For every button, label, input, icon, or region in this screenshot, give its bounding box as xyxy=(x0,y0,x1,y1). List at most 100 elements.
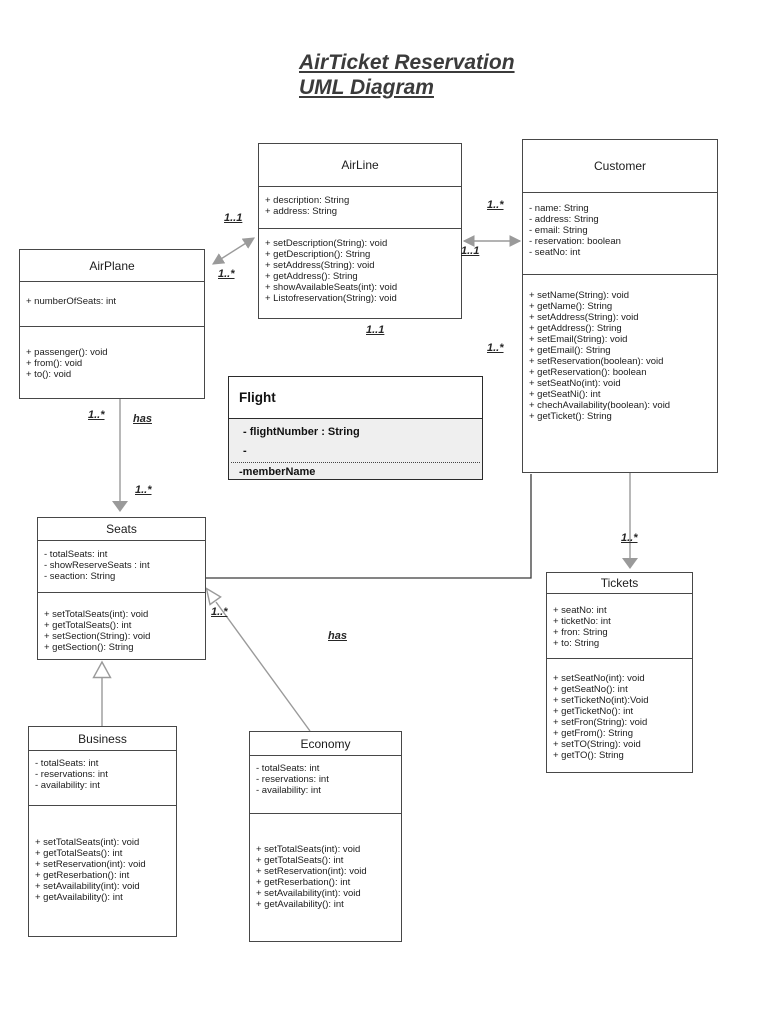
member-row: + getFrom(): String xyxy=(553,728,633,739)
mult-airplane-seats-bottom: 1..* xyxy=(135,484,152,496)
class-airplane: AirPlane + numberOfSeats: int + passenge… xyxy=(19,249,205,399)
mult-airline-customer-1star: 1..* xyxy=(487,199,504,211)
member-row: - name: String xyxy=(529,203,589,214)
member-row: + setTotalSeats(int): void xyxy=(44,609,149,620)
member-row: + getDescription(): String xyxy=(265,249,371,260)
member-row: - seatNo: int xyxy=(529,247,581,258)
mult-airline-customer-11: 1..1 xyxy=(461,245,480,257)
member-row: + getSeatNi(): int xyxy=(529,389,601,400)
class-seats: Seats - totalSeats: int- showReserveSeat… xyxy=(37,517,206,660)
member-row: - availability: int xyxy=(256,785,321,796)
member-row: + setTotalSeats(int): void xyxy=(35,837,140,848)
member-row: - seaction: String xyxy=(44,571,116,582)
member-row: + setReservation(boolean): void xyxy=(529,356,664,367)
member-row: + to: String xyxy=(553,638,600,649)
class-tickets-methods: + setSeatNo(int): void+ getSeatNo(): int… xyxy=(547,659,692,772)
member-row: + getAddress(): String xyxy=(529,323,622,334)
member-row: + setFron(String): void xyxy=(553,717,648,728)
generalization-economy-seats xyxy=(215,601,311,732)
member-row: - totalSeats: int xyxy=(256,763,320,774)
member-row: + chechAvailability(boolean): void xyxy=(529,400,671,411)
member-row: + numberOfSeats: int xyxy=(26,296,117,307)
member-row: - availability: int xyxy=(35,780,100,791)
member-row: - showReserveSeats : int xyxy=(44,560,150,571)
member-row: + showAvailableSeats(int): void xyxy=(265,282,398,293)
member-row: + setAddress(String): void xyxy=(265,260,375,271)
member-row: - email: String xyxy=(529,225,588,236)
member-row: + getSeatNo(): int xyxy=(553,684,628,695)
class-airline: AirLine + description: String+ address: … xyxy=(258,143,462,319)
member-row: + getReservation(): boolean xyxy=(529,367,647,378)
arrowhead-customer-tickets xyxy=(622,558,638,569)
member-row: + fron: String xyxy=(553,627,608,638)
member-row: + getTO(): String xyxy=(553,750,624,761)
member-row: + setSeatNo(int): void xyxy=(553,673,645,684)
association-airplane-airline xyxy=(211,237,256,265)
member-row: - reservations: int xyxy=(35,769,108,780)
member-row: + address: String xyxy=(265,206,338,217)
dotted-separator xyxy=(231,462,480,463)
page-title-line2: UML Diagram xyxy=(299,76,434,99)
member-row: + setAddress(String): void xyxy=(529,312,639,323)
label-airplane-seats-has: has xyxy=(133,413,152,425)
member-row: + ticketNo: int xyxy=(553,616,611,627)
member-row: - reservations: int xyxy=(256,774,329,785)
member-row: + setAvailability(int): void xyxy=(256,888,361,899)
class-airplane-attributes: + numberOfSeats: int xyxy=(20,282,204,327)
class-business-attributes: - totalSeats: int- reservations: int- av… xyxy=(29,751,176,806)
member-row: + getTicketNo(): int xyxy=(553,706,634,717)
member-row: + getSection(): String xyxy=(44,642,134,653)
member-row: + getTicket(): String xyxy=(529,411,612,422)
member-row: + setTO(String): void xyxy=(553,739,641,750)
class-customer-title: Customer xyxy=(523,140,717,193)
member-row: - totalSeats: int xyxy=(44,549,108,560)
member-row: + setTicketNo(int):Void xyxy=(553,695,649,706)
triangle-business-seats xyxy=(92,660,112,679)
class-customer-methods: + setName(String): void+ getName(): Stri… xyxy=(523,275,717,472)
class-tickets-attributes: + seatNo: int+ ticketNo: int+ fron: Stri… xyxy=(547,594,692,659)
member-row: + getAvailability(): int xyxy=(35,892,123,903)
member-row: + getAddress(): String xyxy=(265,271,358,282)
member-row: + setEmail(String): void xyxy=(529,334,628,345)
class-economy-attributes: - totalSeats: int- reservations: int- av… xyxy=(250,756,401,814)
class-business: Business - totalSeats: int- reservations… xyxy=(28,726,177,937)
member-row: + setName(String): void xyxy=(529,290,630,301)
class-airline-methods: + setDescription(String): void+ getDescr… xyxy=(259,229,461,318)
member-row: + getTotalSeats(): int xyxy=(256,855,344,866)
member-row: - reservation: boolean xyxy=(529,236,621,247)
class-economy: Economy - totalSeats: int- reservations:… xyxy=(249,731,402,942)
mult-airline-bottom-11: 1..1 xyxy=(366,324,385,336)
member-row: - flightNumber : String xyxy=(243,426,360,438)
arrowhead-airplane-seats xyxy=(112,501,128,512)
mult-airplane-airline-1star: 1..* xyxy=(218,268,235,280)
label-economy-seats-has: has xyxy=(328,630,347,642)
member-row: + setSection(String): void xyxy=(44,631,151,642)
page-title-line1: AirTicket Reservation xyxy=(299,51,515,74)
member-row: + to(): void xyxy=(26,369,72,380)
member-row: + setAvailability(int): void xyxy=(35,881,140,892)
member-row: + setReservation(int): void xyxy=(256,866,367,877)
page-title: AirTicket Reservation UML Diagram xyxy=(299,50,515,100)
class-airplane-methods: + passenger(): void+ from(): void+ to():… xyxy=(20,327,204,398)
member-row: + getEmail(): String xyxy=(529,345,611,356)
member-row: + getReserbation(): int xyxy=(256,877,351,888)
class-flight-fields: - flightNumber : String- xyxy=(229,423,482,461)
association-seats-customer xyxy=(206,474,532,579)
class-seats-title: Seats xyxy=(38,518,205,541)
class-tickets: Tickets + seatNo: int+ ticketNo: int+ fr… xyxy=(546,572,693,773)
mult-airplane-airline-11: 1..1 xyxy=(224,212,243,224)
class-seats-attributes: - totalSeats: int- showReserveSeats : in… xyxy=(38,541,205,593)
class-seats-methods: + setTotalSeats(int): void+ getTotalSeat… xyxy=(38,593,205,659)
class-flight-body: - flightNumber : String- -memberName xyxy=(229,419,482,479)
class-airline-title: AirLine xyxy=(259,144,461,187)
class-flight: Flight - flightNumber : String- -memberN… xyxy=(228,376,483,480)
member-row: + setDescription(String): void xyxy=(265,238,388,249)
member-row: + seatNo: int xyxy=(553,605,607,616)
mult-seats-customer: 1..* xyxy=(487,342,504,354)
class-customer: Customer - name: String- address: String… xyxy=(522,139,718,473)
class-airline-attributes: + description: String+ address: String xyxy=(259,187,461,229)
member-row: + getTotalSeats(): int xyxy=(44,620,132,631)
member-row: - address: String xyxy=(529,214,599,225)
member-row: + getTotalSeats(): int xyxy=(35,848,123,859)
